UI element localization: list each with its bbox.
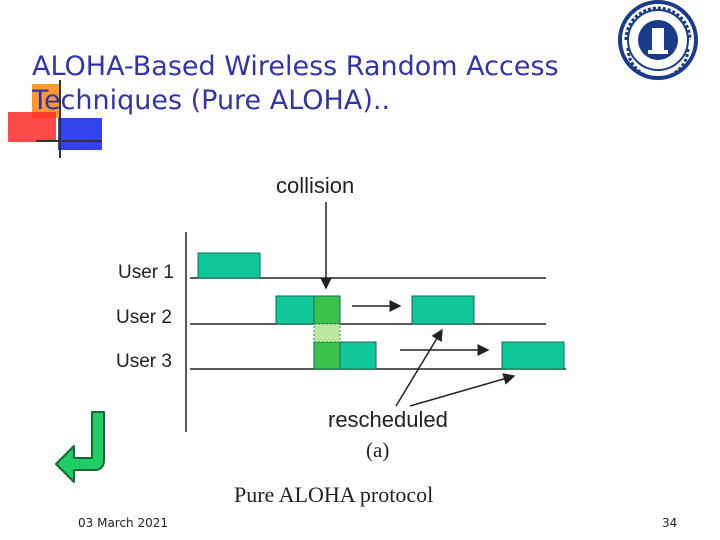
slide-title: ALOHA-Based Wireless Random Access Techn… [32,50,592,118]
user3-packet-collided [339,341,377,370]
slide-title-line1: ALOHA-Based Wireless Random Access [32,51,559,82]
slide-title-line2: Techniques (Pure ALOHA).. [32,85,391,116]
user3-packet-retransmit [501,341,565,370]
rescheduled-arrow-1 [395,328,443,407]
rescheduled-arrow-2 [409,373,516,407]
decor-red-square [8,112,56,142]
user1-packet [197,252,261,279]
rescheduled-label: rescheduled [328,407,448,432]
decor-blue-square [58,118,102,150]
return-arrow-icon[interactable] [52,408,112,484]
subfigure-label: (a) [366,438,389,462]
user2-label: User 2 [116,307,172,328]
user3-label: User 3 [116,351,172,372]
decor-vertical-line [59,80,61,158]
user2-packet-collided [275,295,315,325]
user3-packet-overlap [313,341,341,370]
collision-label: collision [276,173,354,198]
footer-date: 03 March 2021 [78,516,169,530]
page-number: 34 [662,516,678,530]
user2-packet-overlap [313,295,341,325]
pure-aloha-diagram: User 1 User 2 User 3 collision reschedul… [116,173,566,507]
university-seal-icon [598,0,720,86]
user1-label: User 1 [118,262,174,283]
diagram-caption: Pure ALOHA protocol [234,482,433,507]
decor-horizontal-line [36,140,102,142]
user2-packet-retransmit [411,295,475,325]
collision-overlap-strip [313,323,341,343]
